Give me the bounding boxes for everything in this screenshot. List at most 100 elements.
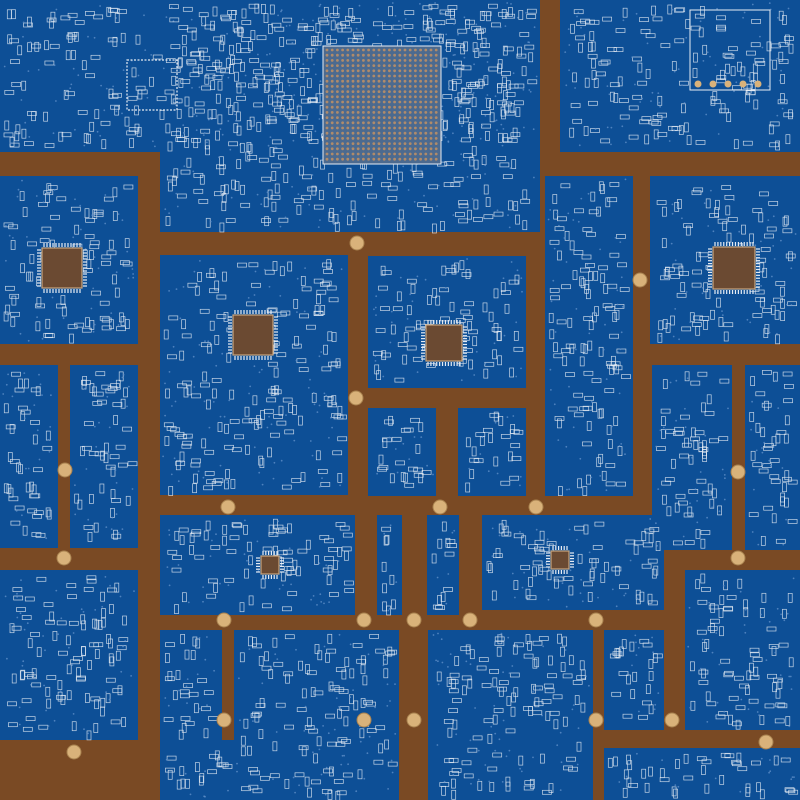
via — [154, 145, 156, 148]
passive-component-outline — [177, 383, 187, 389]
via — [316, 48, 318, 50]
passive-component-outline — [184, 96, 190, 107]
passive-component-outline — [42, 445, 53, 451]
via — [328, 436, 330, 439]
passive-component-outline — [778, 59, 789, 64]
via — [760, 613, 762, 616]
via — [405, 34, 408, 36]
passive-component-outline — [437, 595, 442, 605]
via — [318, 748, 321, 751]
passive-component-outline — [378, 465, 389, 470]
via — [786, 757, 788, 760]
via — [164, 382, 166, 385]
passive-component-outline — [298, 367, 309, 372]
passive-component-outline — [261, 176, 272, 182]
via — [244, 519, 246, 522]
passive-component-outline — [588, 42, 593, 52]
passive-component-outline — [344, 550, 349, 561]
via — [447, 140, 450, 143]
via — [376, 472, 378, 475]
via — [247, 561, 250, 564]
via — [657, 692, 660, 694]
via — [641, 97, 644, 100]
passive-component-outline — [511, 692, 516, 703]
passive-component-outline — [311, 40, 322, 46]
passive-component-outline — [112, 402, 123, 407]
passive-component-outline — [204, 24, 215, 30]
via — [7, 373, 9, 376]
passive-component-outline — [297, 548, 308, 554]
passive-component-outline — [293, 299, 299, 309]
passive-component-outline — [101, 260, 111, 266]
via — [472, 92, 475, 94]
passive-component-outline — [488, 563, 493, 574]
passive-component-outline — [524, 44, 535, 50]
passive-component-outline — [204, 74, 210, 85]
via — [288, 24, 291, 27]
passive-component-outline — [267, 118, 277, 124]
via — [580, 578, 582, 581]
passive-component-outline — [485, 131, 490, 141]
passive-component-outline — [683, 223, 693, 228]
passive-component-outline — [5, 285, 15, 291]
via — [782, 543, 785, 546]
via — [295, 119, 298, 122]
passive-component-outline — [85, 11, 95, 16]
via — [250, 84, 252, 87]
via — [495, 119, 498, 122]
passive-component-outline — [449, 672, 460, 678]
passive-component-outline — [359, 728, 365, 739]
via — [295, 648, 297, 651]
passive-component-outline — [112, 92, 122, 98]
passive-component-outline — [556, 319, 567, 325]
via — [618, 445, 621, 447]
passive-component-outline — [234, 181, 240, 191]
passive-component-outline — [200, 342, 211, 348]
passive-component-outline — [534, 546, 544, 552]
passive-component-outline — [733, 139, 739, 150]
passive-component-outline — [596, 457, 602, 468]
passive-component-outline — [323, 269, 333, 274]
via — [484, 362, 487, 365]
via — [653, 708, 656, 711]
passive-component-outline — [278, 405, 284, 416]
passive-component-outline — [622, 787, 628, 798]
passive-component-outline — [100, 706, 105, 717]
via — [700, 667, 702, 670]
passive-component-outline — [384, 419, 394, 425]
via — [314, 130, 317, 133]
passive-component-outline — [778, 642, 789, 648]
via — [768, 459, 771, 462]
passive-component-outline — [333, 5, 338, 16]
via — [23, 372, 26, 374]
via — [520, 277, 523, 279]
passive-component-outline — [335, 188, 341, 198]
via — [288, 547, 291, 550]
via — [114, 469, 117, 471]
via — [634, 634, 637, 637]
passive-component-outline — [727, 217, 738, 222]
passive-component-outline — [591, 378, 602, 383]
passive-component-outline — [463, 153, 474, 158]
via — [501, 144, 504, 147]
passive-component-outline — [229, 44, 234, 55]
passive-component-outline — [443, 182, 454, 187]
passive-component-outline — [252, 77, 258, 87]
via — [227, 76, 230, 79]
via — [499, 26, 502, 29]
via — [469, 663, 472, 666]
via — [394, 733, 397, 735]
passive-component-outline — [198, 199, 209, 204]
via — [218, 156, 220, 159]
passive-component-outline — [231, 58, 242, 64]
passive-component-outline — [673, 540, 683, 546]
via — [599, 248, 601, 251]
passive-component-outline — [694, 430, 705, 436]
via — [436, 744, 439, 746]
passive-component-outline — [14, 131, 20, 142]
passive-component-outline — [248, 3, 259, 9]
via — [338, 633, 341, 636]
via — [505, 755, 508, 758]
passive-component-outline — [313, 204, 324, 210]
